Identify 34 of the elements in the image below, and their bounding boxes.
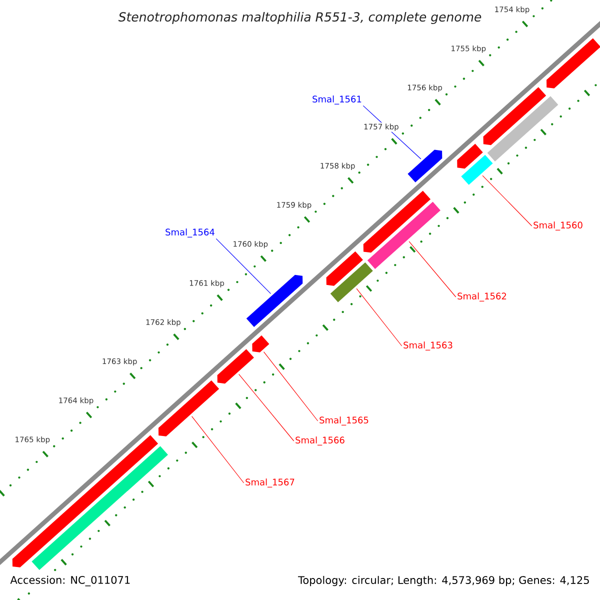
gene-feature xyxy=(326,251,363,286)
leader-line xyxy=(263,352,318,422)
gene-feature xyxy=(217,349,254,384)
genome-info-text: Topology: circular; Length: 4,573,969 bp; Genes: 4,125 xyxy=(298,576,589,586)
gene-feature xyxy=(158,380,220,436)
leader-line xyxy=(192,416,244,484)
gene-label: Smal_1564 xyxy=(166,228,214,238)
gene-feature xyxy=(408,150,442,182)
gene-feature xyxy=(12,435,158,568)
gene-feature xyxy=(487,96,558,162)
gene-label: Smal_1560 xyxy=(534,222,582,230)
gene-feature xyxy=(330,262,373,302)
gene-feature xyxy=(483,87,546,146)
leader-line xyxy=(482,175,532,226)
accession-text: Accession: NC_011071 xyxy=(9,574,132,588)
title: Stenotrophomonas maltophilia R551-3, complete genome xyxy=(118,12,482,24)
gene-feature xyxy=(461,154,493,185)
gene-feature xyxy=(367,202,440,269)
leader-line xyxy=(408,241,456,298)
gene-feature xyxy=(32,446,168,570)
gene-feature xyxy=(546,38,600,88)
gene-feature xyxy=(246,274,303,328)
gene-feature xyxy=(363,190,431,253)
leader-line xyxy=(216,238,272,294)
gene-label: Smal_1561 xyxy=(312,96,362,104)
gene-feature xyxy=(457,144,483,169)
gene-feature xyxy=(252,335,270,352)
gene-label: Smal_1565 xyxy=(320,416,368,426)
gene-label: Smal_1567 xyxy=(246,478,294,488)
leader-line xyxy=(356,288,402,346)
gene-label: Smal_1566 xyxy=(296,436,344,446)
leader-line xyxy=(238,374,294,442)
gene-label: Smal_1563 xyxy=(404,342,452,350)
gene-label: Smal_1562 xyxy=(458,292,506,302)
